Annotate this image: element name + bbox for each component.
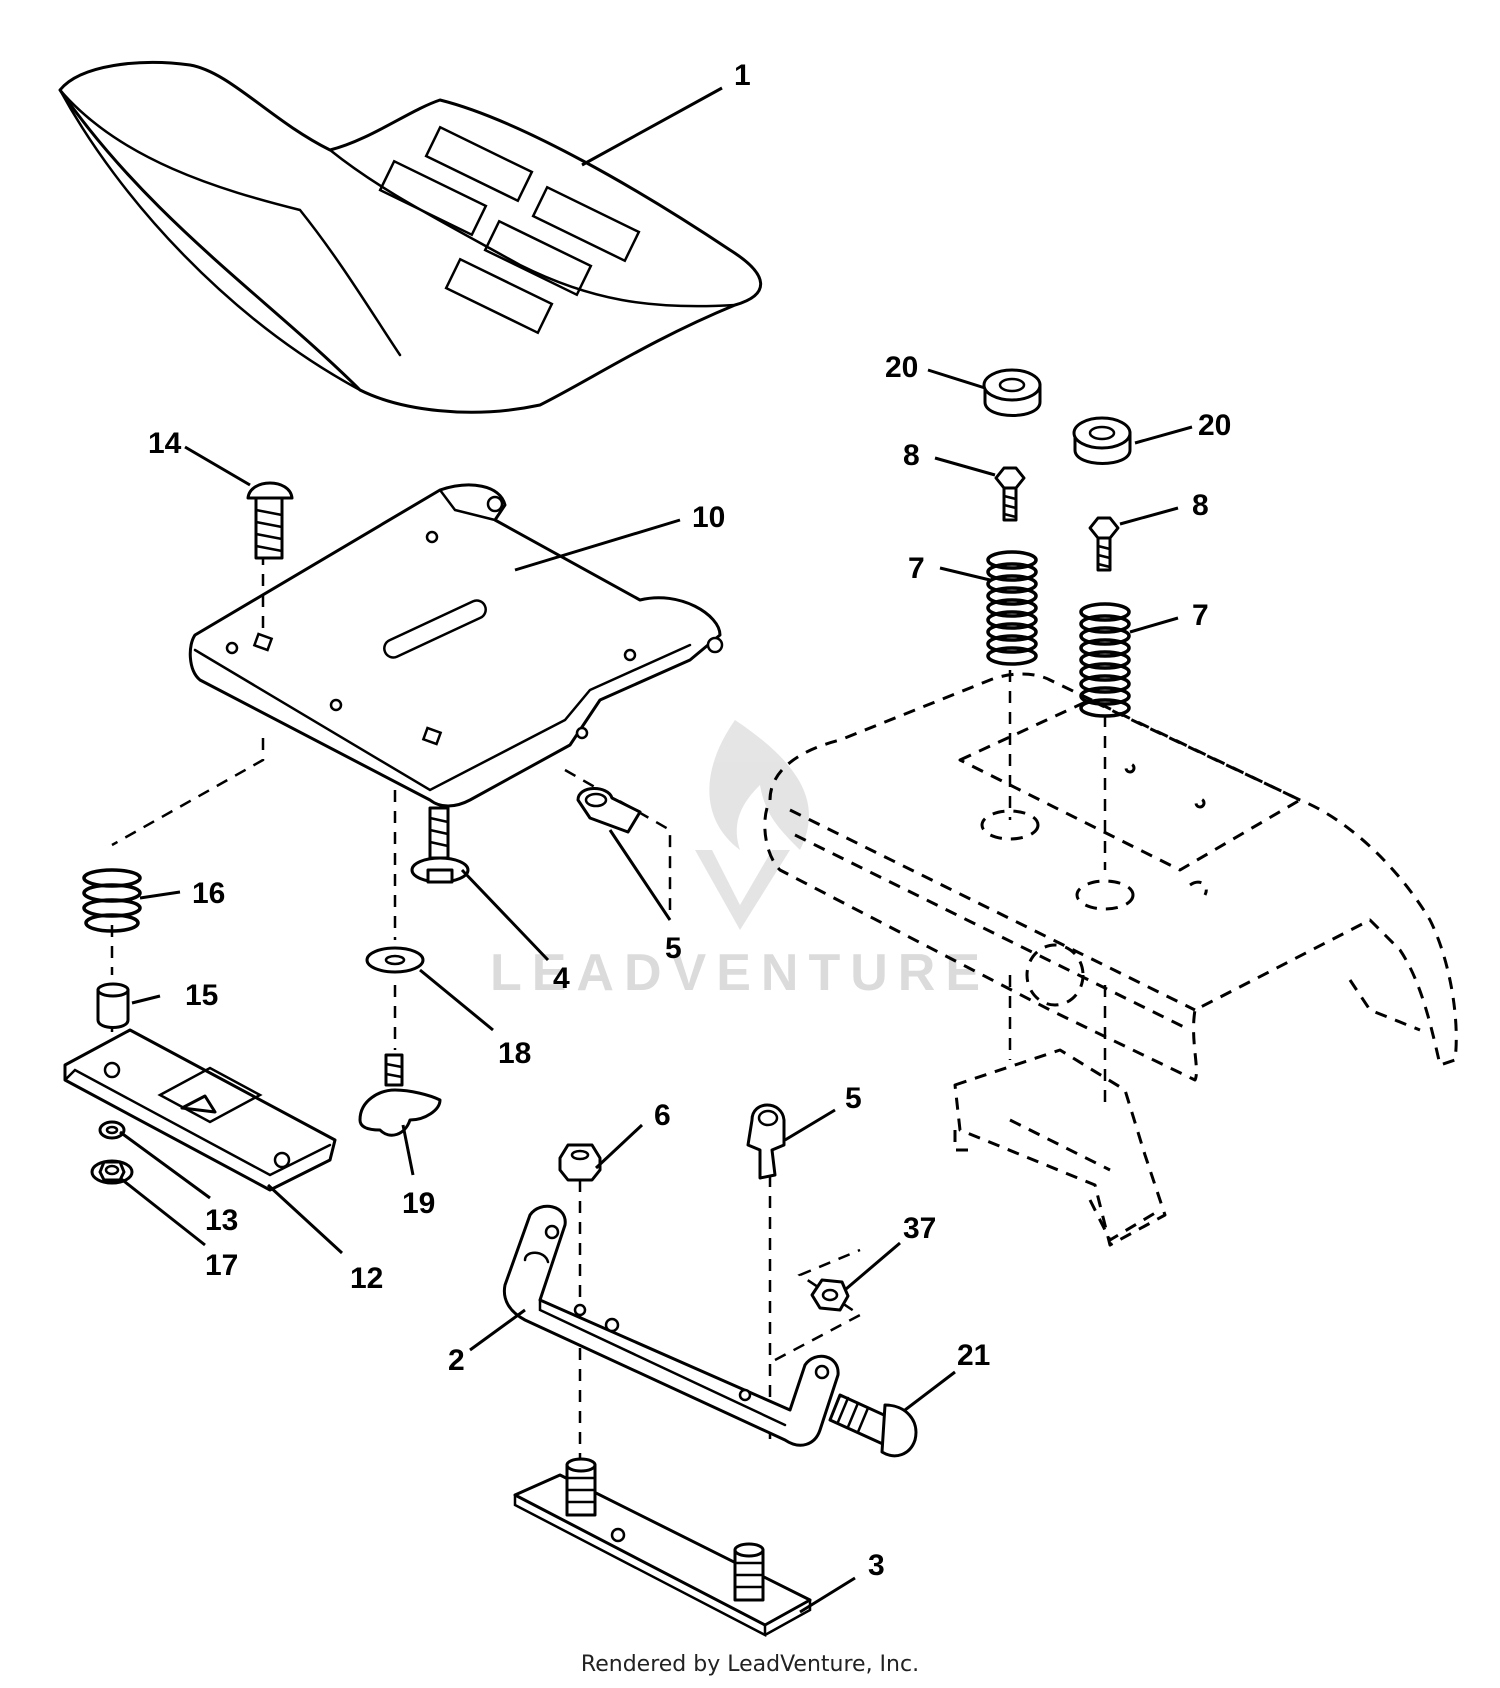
bolt-right bbox=[1088, 516, 1120, 572]
bolt-21 bbox=[828, 1393, 918, 1458]
clip-upper bbox=[576, 787, 642, 834]
callout-8-left: 8 bbox=[903, 439, 920, 472]
bottom-plate bbox=[513, 1457, 812, 1638]
footer-credit: Rendered by LeadVenture, Inc. bbox=[580, 1652, 920, 1677]
callout-5-upper: 5 bbox=[665, 932, 682, 965]
callout-20-right: 20 bbox=[1198, 409, 1231, 442]
seat bbox=[58, 60, 763, 414]
bolt-left bbox=[994, 466, 1026, 522]
callout-19: 19 bbox=[402, 1187, 435, 1220]
watermark: LEADVENTURE bbox=[490, 720, 990, 1002]
knob bbox=[358, 1053, 442, 1137]
callout-2: 2 bbox=[448, 1344, 465, 1377]
watermark-flame-icon bbox=[709, 720, 809, 850]
seat-pivot-bracket bbox=[502, 1204, 840, 1447]
nut-small bbox=[98, 1120, 126, 1140]
callout-16: 16 bbox=[192, 877, 225, 910]
seat-pan bbox=[188, 483, 724, 808]
callout-14: 14 bbox=[148, 427, 182, 460]
bushing-right bbox=[1072, 416, 1132, 465]
callout-5-lower: 5 bbox=[845, 1082, 862, 1115]
spacer bbox=[96, 982, 130, 1029]
shoulder-screw bbox=[410, 806, 470, 884]
nut-37 bbox=[810, 1278, 850, 1312]
callout-18: 18 bbox=[498, 1037, 531, 1070]
leader-lines bbox=[119, 86, 1193, 1614]
fender-reference bbox=[763, 672, 1458, 1247]
callout-4: 4 bbox=[553, 962, 570, 995]
flange-nut bbox=[90, 1159, 134, 1185]
callout-21: 21 bbox=[957, 1339, 990, 1372]
callout-20-left: 20 bbox=[885, 351, 918, 384]
watermark-v-icon bbox=[695, 850, 790, 930]
bushing-left bbox=[982, 368, 1042, 417]
slide-plate bbox=[63, 1028, 337, 1192]
callout-7-right: 7 bbox=[1192, 599, 1209, 632]
callout-12: 12 bbox=[350, 1262, 383, 1295]
callouts: 1 2 3 4 5 5 6 7 7 8 8 10 12 13 14 15 16 … bbox=[148, 59, 1231, 1582]
washer bbox=[365, 946, 425, 974]
spring-left bbox=[986, 550, 1038, 666]
small-spring bbox=[82, 868, 142, 933]
callout-1: 1 bbox=[734, 59, 751, 92]
callout-10: 10 bbox=[692, 501, 725, 534]
callout-7-left: 7 bbox=[908, 552, 925, 585]
callout-37: 37 bbox=[903, 1212, 936, 1245]
spring-right bbox=[1079, 602, 1131, 718]
callout-8-right: 8 bbox=[1192, 489, 1209, 522]
callout-3: 3 bbox=[868, 1549, 885, 1582]
callout-17: 17 bbox=[205, 1249, 238, 1282]
clip-lower bbox=[746, 1103, 786, 1180]
callout-13: 13 bbox=[205, 1204, 238, 1237]
carriage-bolt bbox=[246, 481, 294, 560]
watermark-brand: LEADVENTURE bbox=[490, 944, 990, 1002]
lock-nut bbox=[558, 1143, 602, 1182]
callout-15: 15 bbox=[185, 979, 218, 1012]
callout-6: 6 bbox=[654, 1099, 671, 1132]
